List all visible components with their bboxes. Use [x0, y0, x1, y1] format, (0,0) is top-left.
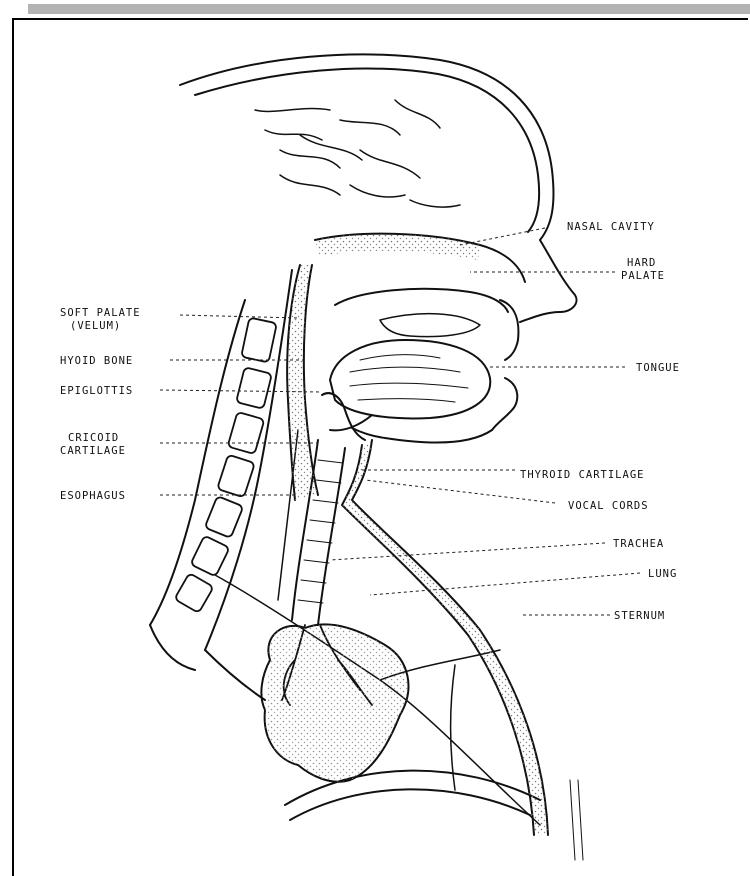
- label-vocal-cords: VOCAL CORDS: [568, 500, 649, 512]
- label-palate: PALATE: [621, 270, 665, 282]
- tongue-outline: [330, 340, 490, 418]
- label-esophagus: ESOPHAGUS: [60, 490, 126, 502]
- label-trachea: TRACHEA: [613, 538, 664, 550]
- label-soft-palate: SOFT PALATE: [60, 307, 141, 319]
- label-cricoid: CRICOID: [68, 432, 119, 444]
- chin-jaw: [352, 428, 492, 443]
- label-lung: LUNG: [648, 568, 677, 580]
- label-cartilage: CARTILAGE: [60, 445, 126, 457]
- back-body: [150, 625, 265, 700]
- skull-inner: [195, 69, 539, 232]
- labels-left: SOFT PALATE (VELUM) HYOID BONE EPIGLOTTI…: [60, 307, 141, 502]
- label-sternum: STERNUM: [614, 610, 665, 622]
- label-thyroid-cartilage: THYROID CARTILAGE: [520, 469, 644, 481]
- label-epiglottis: EPIGLOTTIS: [60, 385, 133, 397]
- nose-profile: [520, 240, 577, 322]
- front-neck: [352, 440, 548, 835]
- stipple-areas: [265, 234, 548, 835]
- label-hyoid-bone: HYOID BONE: [60, 355, 133, 367]
- upper-lip: [500, 300, 518, 360]
- label-velum: (VELUM): [70, 320, 121, 332]
- labels-right: NASAL CAVITY HARD PALATE TONGUE THYROID …: [520, 221, 680, 622]
- trachea-right: [318, 448, 345, 625]
- skull-outline: [180, 54, 554, 240]
- upper-teeth: [380, 314, 480, 337]
- palate-roof: [335, 289, 508, 312]
- label-nasal-cavity: NASAL CAVITY: [567, 221, 655, 233]
- lower-lip: [492, 378, 517, 430]
- spine-back: [150, 300, 245, 625]
- lower-lines: [570, 780, 583, 860]
- label-tongue: TONGUE: [636, 362, 680, 374]
- label-hard: HARD: [627, 257, 656, 269]
- brain-folds: [255, 100, 460, 207]
- tongue-lines: [350, 355, 468, 402]
